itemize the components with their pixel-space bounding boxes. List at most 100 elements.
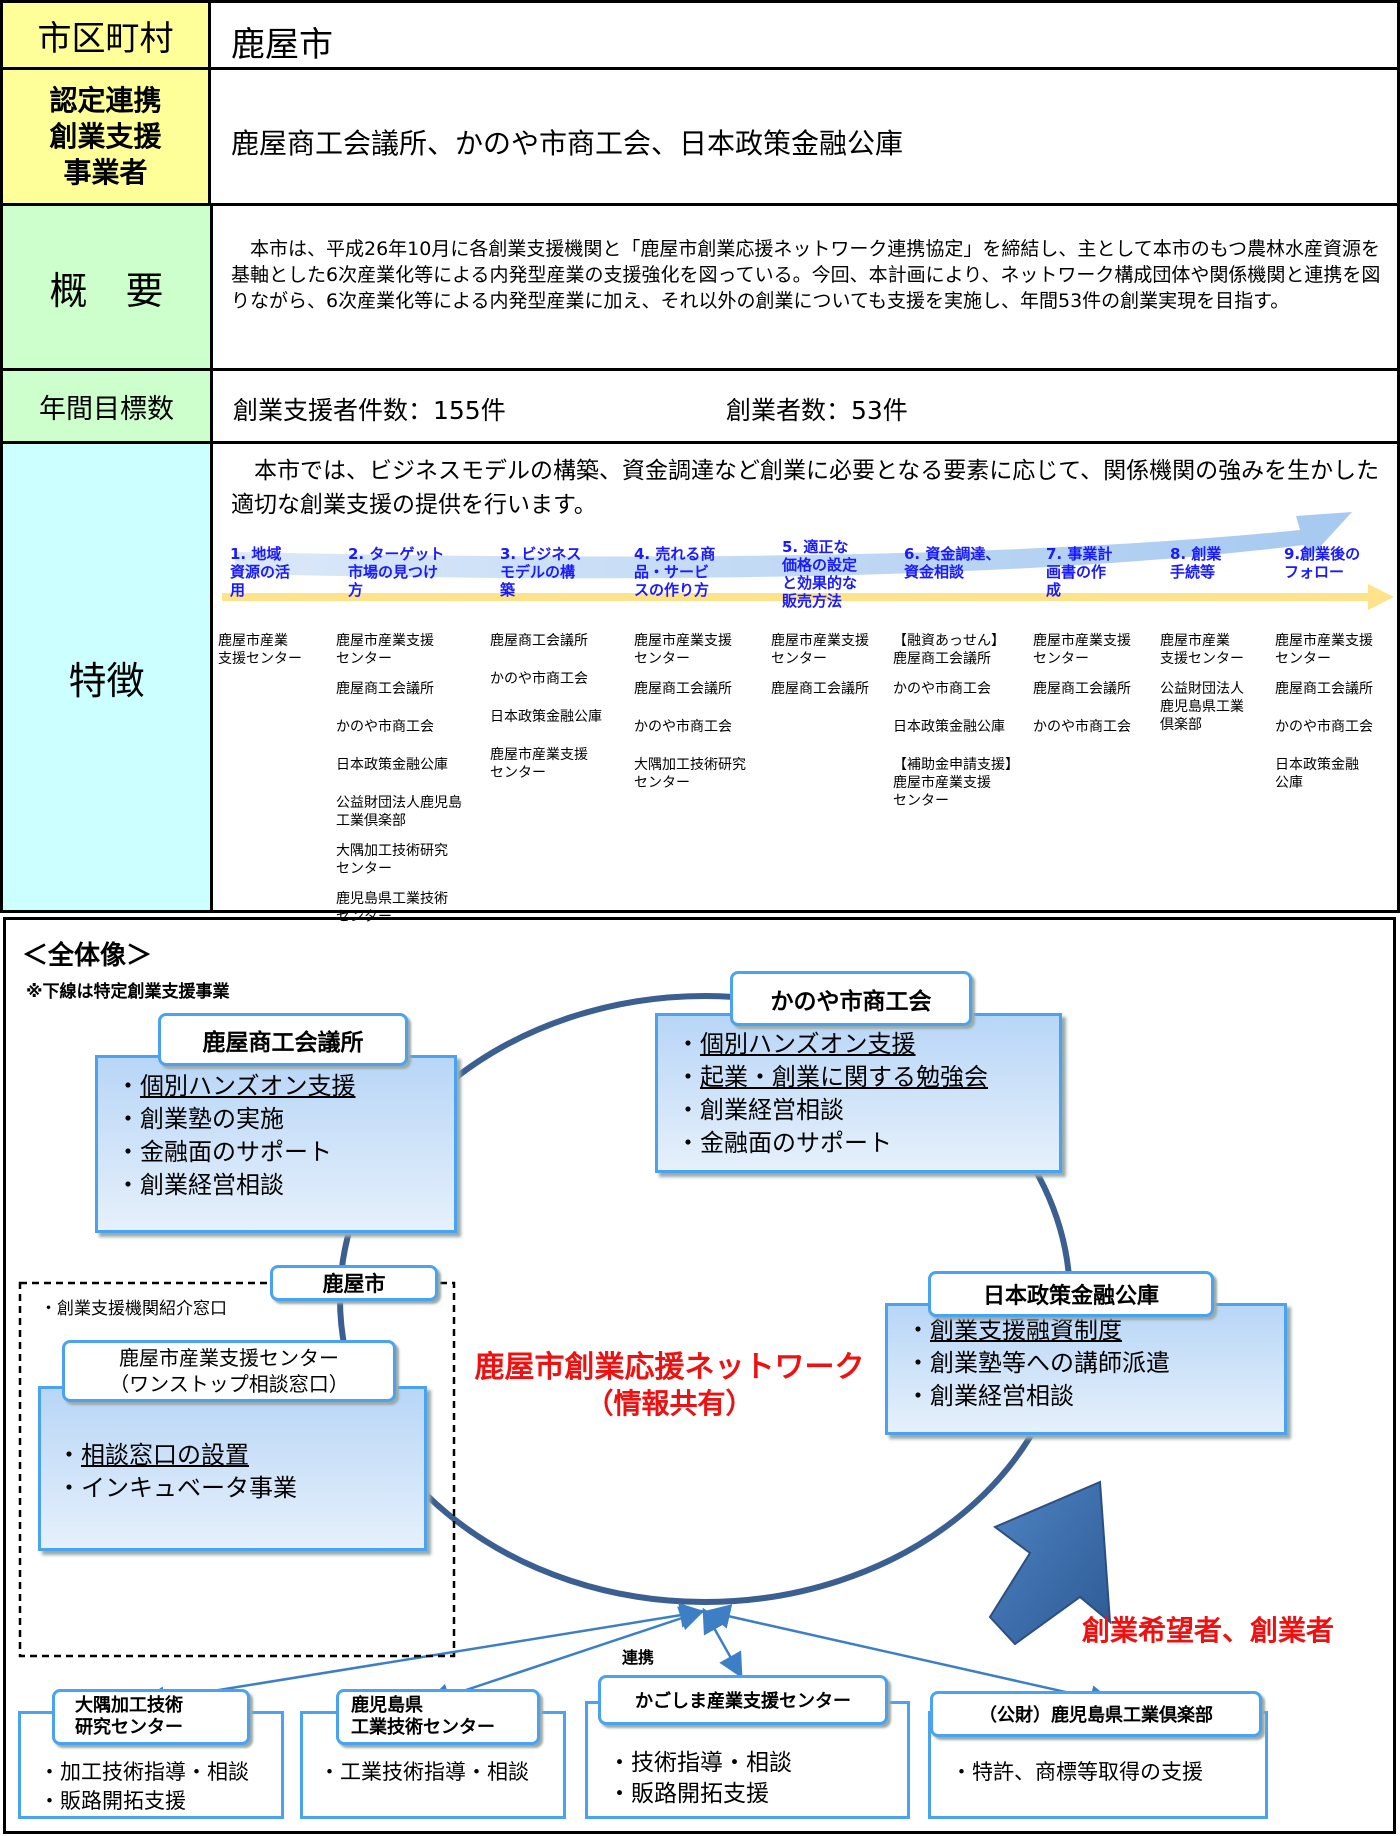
target-support: 創業支援者件数：155件 <box>233 396 506 425</box>
step-9-org: 鹿屋商工会議所 <box>1275 681 1373 697</box>
step-2-org: 鹿屋市産業支援 センター <box>336 633 434 667</box>
chamber-title: 鹿屋商工会議所 <box>158 1013 408 1066</box>
step-1-org: 鹿屋市産業 支援センター <box>218 633 302 667</box>
municipality-label: 市区町村 <box>37 18 174 59</box>
partner-item: ・技術指導・相談 <box>608 1750 792 1776</box>
center-title: 鹿屋市産業支援センター （ワンストップ相談窓口） <box>62 1340 396 1402</box>
jfc-title: 日本政策金融公庫 <box>928 1271 1214 1317</box>
kanoya-title: かのや市商工会 <box>730 971 972 1026</box>
step-7-org: かのや市商工会 <box>1033 719 1131 735</box>
chamber-box: ・個別ハンズオン支援・創業塾の実施・金融面のサポート・創業経営相談 <box>95 1055 457 1233</box>
yellow-timeline <box>222 593 1372 601</box>
partners-label-cell: 認定連携 創業支援 事業者 <box>0 67 211 206</box>
step-5-org: 鹿屋商工会議所 <box>771 681 869 697</box>
center-items: ・相談窓口の設置・インキュベータ事業 <box>57 1439 297 1505</box>
chamber-item: ・個別ハンズオン支援 <box>116 1072 356 1100</box>
link-kogyo <box>425 1606 705 1708</box>
step-2-org: 鹿屋商工会議所 <box>336 681 434 697</box>
jfc-item: ・創業塾等への講師派遣 <box>906 1349 1170 1377</box>
partners-value: 鹿屋商工会議所、かのや市商工会、日本政策金融公庫 <box>231 127 904 160</box>
step-4-org: 鹿屋商工会議所 <box>634 681 732 697</box>
network-title: 鹿屋市創業応援ネットワーク <box>474 1350 865 1385</box>
step-label-1: 1. 地域 資源の活 用 <box>230 545 291 599</box>
step-2-org: 大隅加工技術研究 センター <box>336 843 448 877</box>
target-label-cell: 年間目標数 <box>0 368 213 444</box>
step-6-org: かのや市商工会 <box>893 681 991 697</box>
flow-arrows <box>222 512 1394 610</box>
renkei-label: 連携 <box>622 1648 655 1667</box>
partner-kogyo-title: 鹿児島県 工業技術センター <box>336 1689 540 1745</box>
chamber-item: ・創業塾の実施 <box>116 1105 284 1133</box>
kanoya-box: ・個別ハンズオン支援・起業・創業に関する勉強会・創業経営相談・金融面のサポート <box>655 1013 1062 1173</box>
features-intro: 本市では、ビジネスモデルの構築、資金調達など創業に必要となる要素に応じて、関係機… <box>231 458 1380 518</box>
step-9-org: 鹿屋市産業支援 センター <box>1275 633 1373 667</box>
partner-item: ・加工技術指導・相談 <box>39 1760 249 1784</box>
step-label-3: 3. ビジネス モデルの構 築 <box>500 545 582 599</box>
kanoya-item: ・個別ハンズオン支援 <box>676 1030 916 1058</box>
features-label-cell: 特徴 <box>0 441 213 913</box>
overview-label: 概 要 <box>49 268 164 313</box>
step-7-org: 鹿屋市産業支援 センター <box>1033 633 1131 667</box>
city-title: 鹿屋市 <box>270 1265 438 1301</box>
jfc-items: ・創業支援融資制度・創業塾等への講師派遣・創業経営相談 <box>906 1314 1170 1413</box>
chamber-item: ・金融面のサポート <box>116 1138 332 1166</box>
city-note: ・創業支援機関紹介窓口 <box>40 1299 227 1319</box>
step-6-org: 【補助金申請支援】 鹿屋市産業支援 センター <box>893 757 1019 809</box>
target-label: 年間目標数 <box>39 393 174 425</box>
municipality-label-cell: 市区町村 <box>0 0 211 70</box>
jfc-box: ・創業支援融資制度・創業塾等への講師派遣・創業経営相談 <box>885 1303 1287 1435</box>
kanoya-item: ・創業経営相談 <box>676 1096 844 1124</box>
blue-growth-arrow <box>235 512 1352 579</box>
center-box: ・相談窓口の設置・インキュベータ事業 <box>38 1386 427 1551</box>
jfc-item: ・創業経営相談 <box>906 1382 1074 1410</box>
partner-item: ・販路開拓支援 <box>608 1781 769 1807</box>
partners-label: 認定連携 創業支援 事業者 <box>49 83 162 189</box>
step-4-org: 大隅加工技術研究 センター <box>634 757 746 791</box>
step-2-org: 日本政策金融公庫 <box>336 757 448 773</box>
target-founders: 創業者数：53件 <box>726 396 908 425</box>
step-label-9: 9.創業後の フォロー <box>1284 545 1361 581</box>
step-label-6: 6. 資金調達、 資金相談 <box>904 545 1001 581</box>
overview-text-cell: 本市は、平成26年10月に各創業支援機関と「鹿屋市創業応援ネットワーク連携協定」… <box>210 203 1400 371</box>
step-9-org: かのや市商工会 <box>1275 719 1373 735</box>
yellow-timeline-head <box>1368 584 1394 610</box>
partner-club-items: ・特許、商標等取得の支援 <box>951 1758 1203 1787</box>
center-item: ・相談窓口の設置 <box>57 1441 249 1469</box>
step-6-org: 【融資あっせん】 鹿屋商工会議所 <box>893 633 1005 667</box>
partner-center-items: ・技術指導・相談・販路開拓支援 <box>608 1748 792 1810</box>
features-cell: 本市では、ビジネスモデルの構築、資金調達など創業に必要となる要素に応じて、関係機… <box>210 441 1400 913</box>
chamber-items: ・個別ハンズオン支援・創業塾の実施・金融面のサポート・創業経営相談 <box>116 1070 356 1202</box>
step-label-2: 2. ターゲット 市場の見つけ 方 <box>348 545 445 599</box>
network-sub: （情報共有） <box>585 1387 754 1420</box>
jfc-item: ・創業支援融資制度 <box>906 1316 1122 1344</box>
founders-label: 創業希望者、創業者 <box>1082 1614 1335 1647</box>
link-club <box>705 1604 1115 1710</box>
kanoya-items: ・個別ハンズオン支援・起業・創業に関する勉強会・創業経営相談・金融面のサポート <box>676 1028 988 1160</box>
municipality-value: 鹿屋市 <box>231 25 333 65</box>
kanoya-item: ・起業・創業に関する勉強会 <box>676 1063 988 1091</box>
step-3-org: 鹿屋市産業支援 センター <box>490 747 588 781</box>
chamber-item: ・創業経営相談 <box>116 1171 284 1199</box>
overview-heading: ＜全体像＞ <box>22 941 153 971</box>
target-cell: 創業支援者件数：155件 創業者数：53件 <box>210 368 1400 444</box>
step-label-8: 8. 創業 手続等 <box>1170 545 1222 581</box>
step-3-org: 日本政策金融公庫 <box>490 709 602 725</box>
step-9-org: 日本政策金融 公庫 <box>1275 757 1359 791</box>
step-label-7: 7. 事業計 画書の作 成 <box>1046 545 1113 599</box>
overview-text: 本市は、平成26年10月に各創業支援機関と「鹿屋市創業応援ネットワーク連携協定」… <box>231 238 1381 312</box>
kanoya-item: ・金融面のサポート <box>676 1129 892 1157</box>
partner-item: ・工業技術指導・相談 <box>319 1760 529 1784</box>
link-kagoshima-center <box>702 1607 743 1679</box>
step-4-org: かのや市商工会 <box>634 719 732 735</box>
partner-center-title: かごしま産業支援センター <box>598 1675 888 1725</box>
partner-kogyo-items: ・工業技術指導・相談 <box>319 1758 529 1787</box>
step-2-org: 鹿児島県工業技術 センター <box>336 891 448 925</box>
partner-item: ・販路開拓支援 <box>39 1789 186 1813</box>
step-5-org: 鹿屋市産業支援 センター <box>771 633 869 667</box>
step-6-org: 日本政策金融公庫 <box>893 719 1005 735</box>
partners-value-cell: 鹿屋商工会議所、かのや市商工会、日本政策金融公庫 <box>208 67 1400 206</box>
features-label: 特徴 <box>68 658 145 703</box>
overview-label-cell: 概 要 <box>0 203 213 371</box>
step-8-org: 鹿屋市産業 支援センター <box>1160 633 1244 667</box>
municipality-value-cell: 鹿屋市 <box>208 0 1400 70</box>
